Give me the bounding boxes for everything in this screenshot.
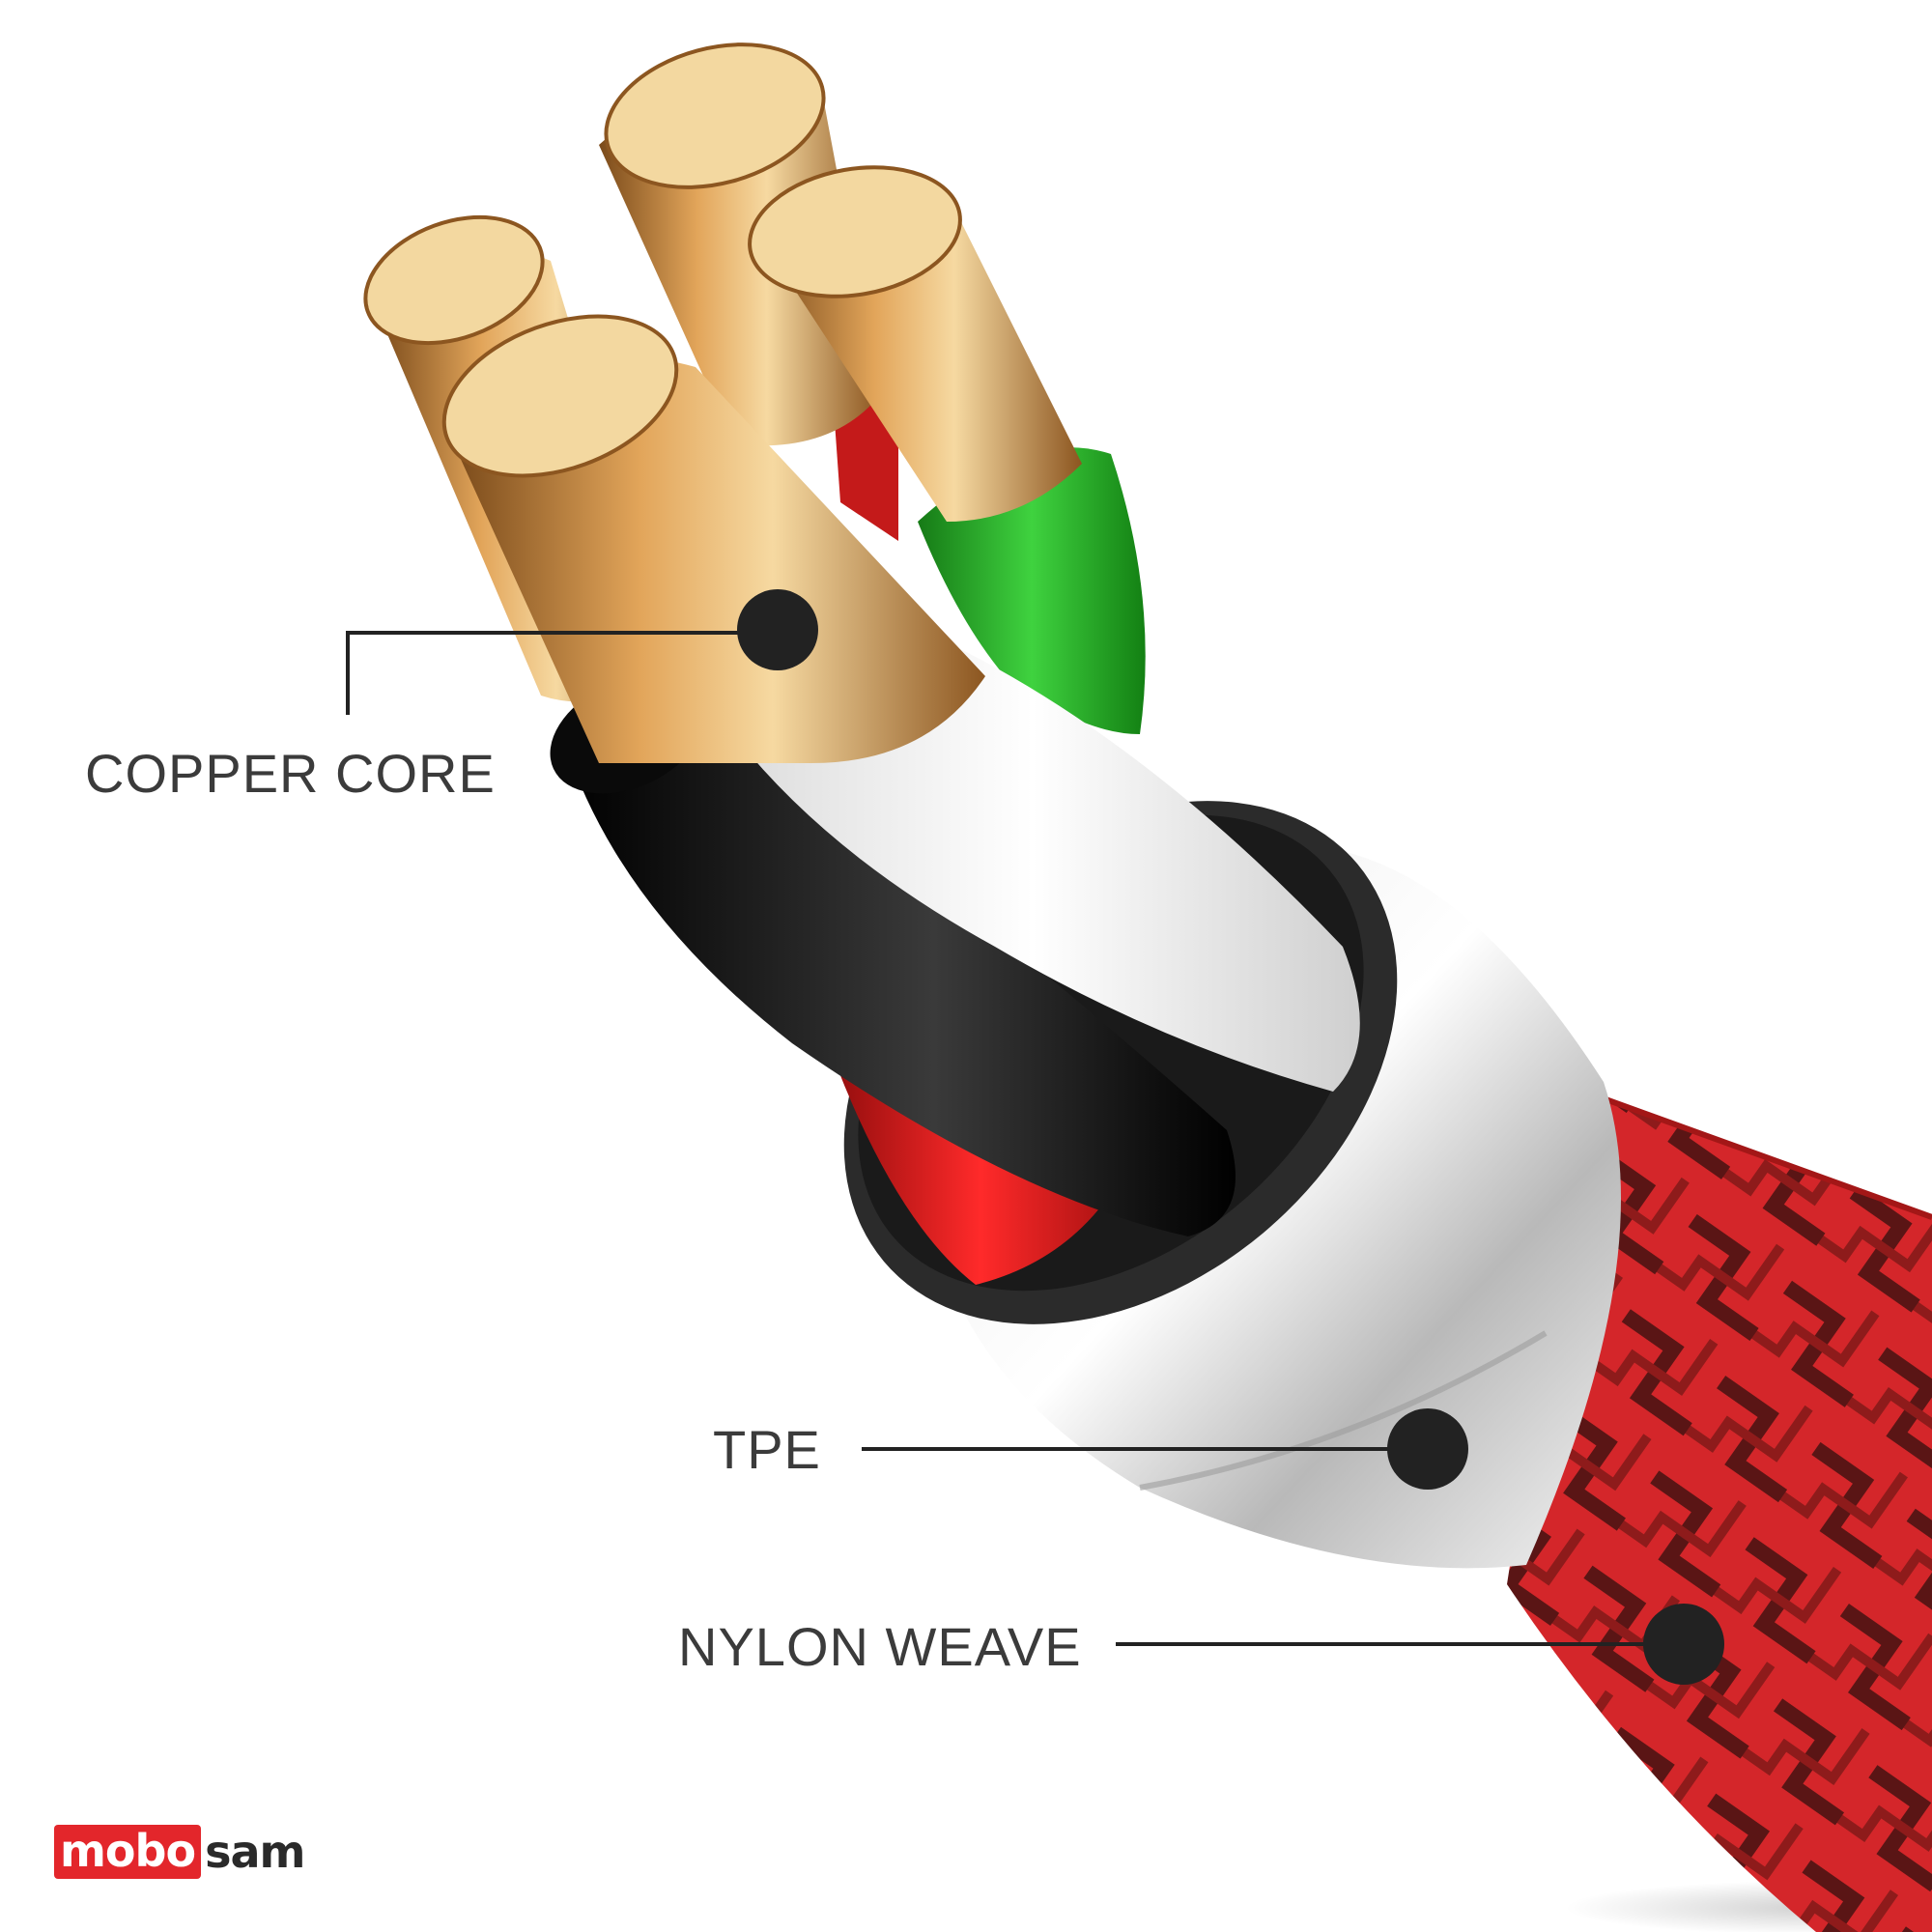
label-tpe: TPE [713,1419,821,1480]
copper-strands-back [599,43,879,446]
callout-nylon-weave [1116,1604,1724,1685]
callout-copper-core [346,589,818,715]
label-copper-core: COPPER CORE [85,743,496,804]
logo-part-dark: sam [205,1826,305,1878]
nylon-weave-sleeve [1507,1089,1932,1932]
callout-tpe [862,1408,1468,1490]
label-nylon-weave: NYLON WEAVE [678,1616,1082,1677]
logo-part-red: mobo [54,1825,202,1879]
brand-logo: mobo sam [54,1824,305,1880]
copper-strands-right [748,165,1082,523]
copper-strands-front [441,314,985,763]
